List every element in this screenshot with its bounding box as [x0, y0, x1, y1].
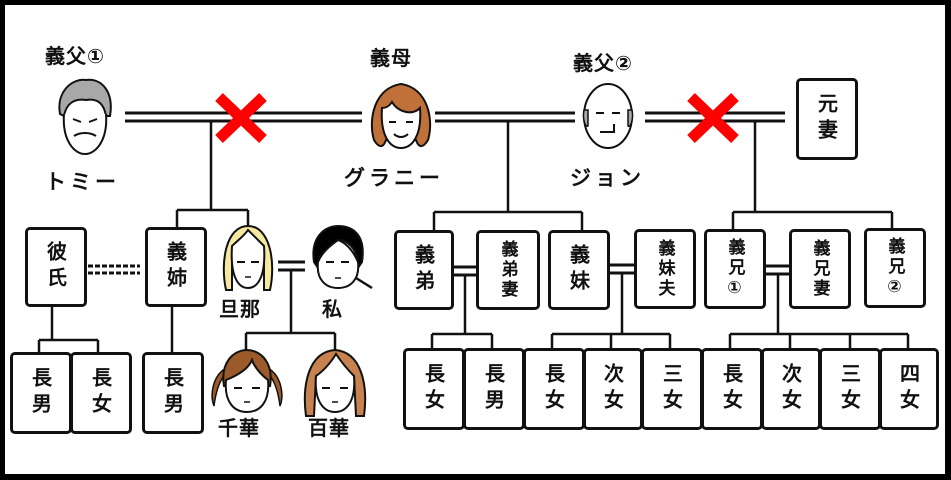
- younger-sister-child-box: 次女: [583, 348, 643, 430]
- boyfriend-child-box: 長女: [70, 352, 132, 434]
- boyfriend-box: 彼氏: [25, 227, 87, 307]
- child-label: 長女: [88, 367, 113, 419]
- elder-brother-in-law-wife-label: 義兄妻: [809, 239, 830, 299]
- elder-brother-in-law-1-box: 義兄①: [704, 229, 766, 309]
- ex-wife-box: 元妻: [796, 78, 858, 160]
- elder-sister-child-box: 長男: [142, 352, 204, 434]
- boyfriend-label: 彼氏: [43, 241, 68, 293]
- elder-brother-in-law-2-label: 義兄②: [884, 236, 905, 300]
- child-label: 長女: [719, 363, 744, 415]
- momoka-face-icon: [303, 348, 367, 417]
- younger-sister-in-law-husband-label: 義妹夫: [654, 239, 675, 299]
- child-label: 三女: [659, 363, 684, 415]
- elder-brother-in-law-1-label: 義兄①: [724, 237, 745, 301]
- child-label: 長男: [481, 363, 506, 415]
- husband-label: 旦那: [219, 297, 261, 321]
- child-label: 長女: [541, 363, 566, 415]
- john-face-icon: [582, 83, 634, 149]
- child-label: 次女: [778, 363, 803, 415]
- child-label: 長男: [28, 367, 53, 419]
- younger-sister-child-box: 長女: [523, 348, 585, 430]
- momoka-label: 百華: [308, 416, 350, 440]
- younger-brother-child-box: 長女: [403, 348, 465, 430]
- chika-face-icon: [211, 348, 283, 414]
- younger-brother-in-law-box: 義弟: [394, 230, 454, 310]
- younger-brother-in-law-label: 義弟: [411, 244, 436, 296]
- child-label: 長男: [160, 367, 185, 419]
- child-label: 長女: [421, 363, 446, 415]
- younger-brother-in-law-wife-label: 義弟妻: [497, 240, 518, 300]
- elder-brother-child-box: 次女: [761, 348, 821, 430]
- tommy-face-icon: [58, 78, 112, 156]
- elder-brother-in-law-2-box: 義兄②: [864, 228, 926, 308]
- younger-sister-in-law-husband-box: 義妹夫: [634, 229, 696, 309]
- ex-wife-label: 元妻: [814, 93, 839, 145]
- younger-sister-in-law-box: 義妹: [548, 230, 610, 310]
- elder-brother-child-box: 四女: [879, 348, 939, 430]
- child-label: 次女: [600, 363, 625, 415]
- elder-brother-in-law-wife-box: 義兄妻: [789, 229, 851, 309]
- boyfriend-child-box: 長男: [10, 352, 72, 434]
- role-label-mother-in-law: 義母: [370, 46, 412, 70]
- younger-brother-in-law-wife-box: 義弟妻: [476, 230, 540, 310]
- granny-face-icon: [370, 82, 432, 150]
- elder-brother-child-box: 長女: [701, 348, 763, 430]
- divorce-mark-john-exwife: [687, 93, 739, 143]
- elder-sister-in-law-box: 義姉: [145, 227, 207, 307]
- younger-brother-child-box: 長男: [463, 348, 525, 430]
- elder-sister-in-law-label: 義姉: [163, 241, 188, 293]
- me-label: 私: [322, 297, 346, 321]
- child-label: 四女: [896, 363, 921, 415]
- john-name: ジョン: [570, 166, 645, 190]
- granny-name: グラニー: [344, 166, 444, 190]
- husband-face-icon: [222, 224, 274, 291]
- divorce-mark-tommy-granny: [215, 93, 267, 143]
- tommy-name: トミー: [45, 170, 120, 194]
- younger-sister-child-box: 三女: [641, 348, 703, 430]
- chika-label: 千華: [218, 416, 260, 440]
- elder-brother-child-box: 三女: [819, 348, 881, 430]
- younger-sister-in-law-label: 義妹: [566, 244, 591, 296]
- me-face-icon: [312, 224, 373, 290]
- role-label-father-in-law-2: 義父②: [573, 51, 633, 75]
- child-label: 三女: [837, 363, 862, 415]
- role-label-father-in-law-1: 義父①: [45, 44, 105, 68]
